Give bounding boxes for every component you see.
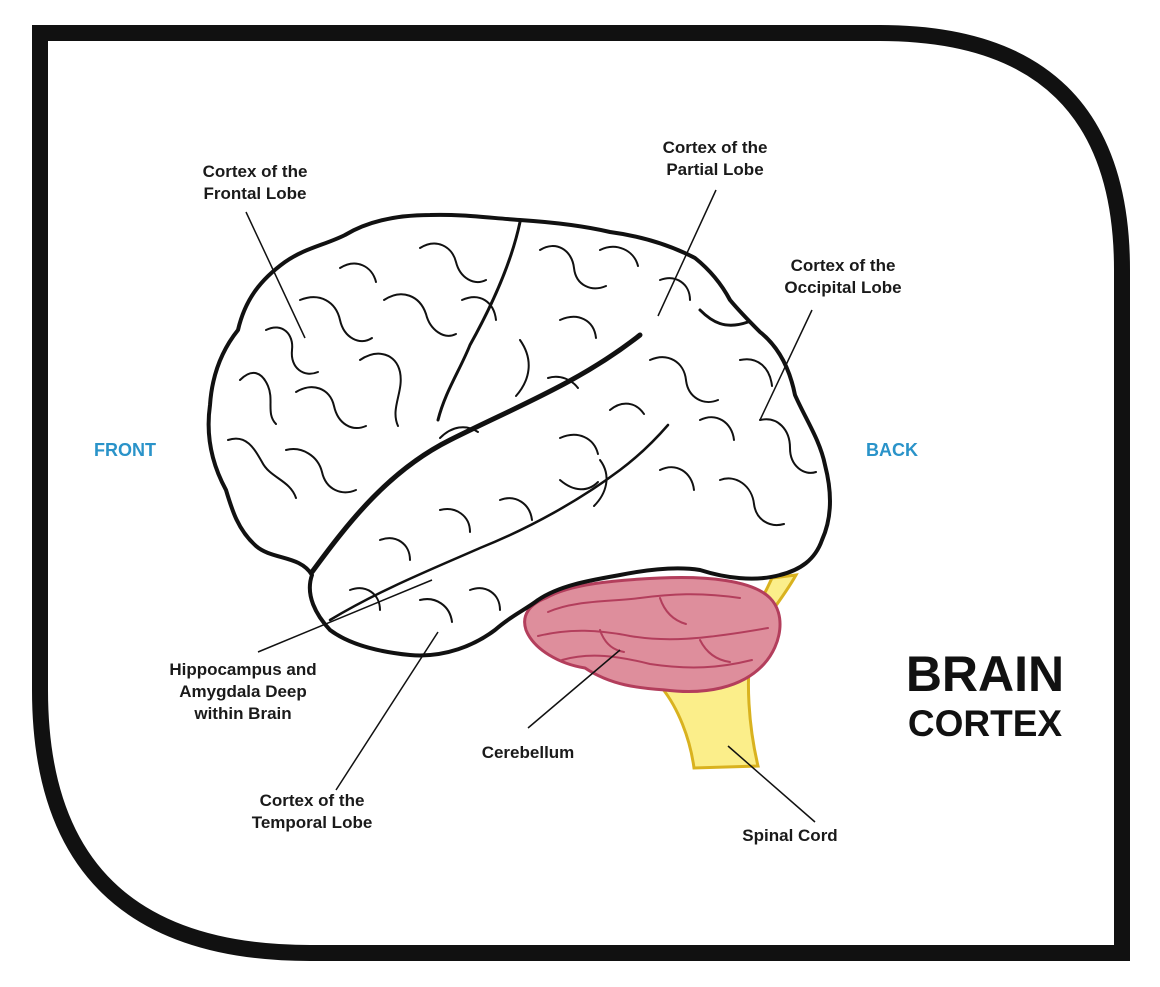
label-hippocampus-line1: Hippocampus and — [169, 660, 317, 679]
title-cortex: CORTEX — [907, 703, 1063, 744]
label-hippocampus-line3: within Brain — [194, 704, 292, 723]
direction-front: FRONT — [94, 440, 156, 460]
direction-back: BACK — [866, 440, 918, 460]
label-occipital-lobe: Cortex of the Occipital Lobe — [758, 255, 928, 299]
hippocampus-leader — [257, 579, 433, 653]
label-cerebellum-line1: Cerebellum — [481, 743, 575, 762]
label-occipital-line1: Cortex of the — [790, 256, 896, 275]
label-partial-line1: Cortex of the — [662, 138, 768, 157]
label-hippocampus: Hippocampus and Amygdala Deep within Bra… — [148, 659, 338, 725]
brain-gyri — [227, 242, 817, 623]
label-frontal-line1: Cortex of the — [202, 162, 308, 181]
label-frontal-line2: Frontal Lobe — [203, 184, 307, 203]
occipital-notch — [698, 308, 750, 327]
label-temporal-lobe: Cortex of the Temporal Lobe — [232, 790, 392, 834]
label-temporal-line1: Cortex of the — [259, 791, 365, 810]
central-sulcus — [436, 220, 522, 422]
brain-outline — [206, 212, 832, 658]
temporal-leader — [335, 631, 439, 791]
title-brain: BRAIN — [905, 646, 1065, 702]
cerebellum-leader — [527, 649, 621, 729]
label-temporal-line2: Temporal Lobe — [251, 813, 373, 832]
label-spinal-cord: Spinal Cord — [720, 825, 860, 847]
label-spinal-cord-line1: Spinal Cord — [742, 826, 838, 845]
cerebellum-shape — [523, 576, 782, 694]
label-partial-lobe: Cortex of the Partial Lobe — [635, 137, 795, 181]
label-hippocampus-line2: Amygdala Deep — [179, 682, 307, 701]
label-occipital-line2: Occipital Lobe — [784, 278, 902, 297]
label-frontal-lobe: Cortex of the Frontal Lobe — [175, 161, 335, 205]
cerebellum-folds — [537, 593, 769, 669]
label-partial-line2: Partial Lobe — [666, 160, 764, 179]
leader-lines — [245, 189, 816, 823]
lateral-sulcus — [309, 332, 643, 575]
label-cerebellum: Cerebellum — [458, 742, 598, 764]
temporal-sulcus — [328, 423, 670, 622]
occipital-leader — [759, 309, 813, 421]
spinal-cord-leader — [727, 745, 816, 823]
partial-leader — [657, 189, 717, 317]
frontal-leader — [245, 211, 306, 339]
